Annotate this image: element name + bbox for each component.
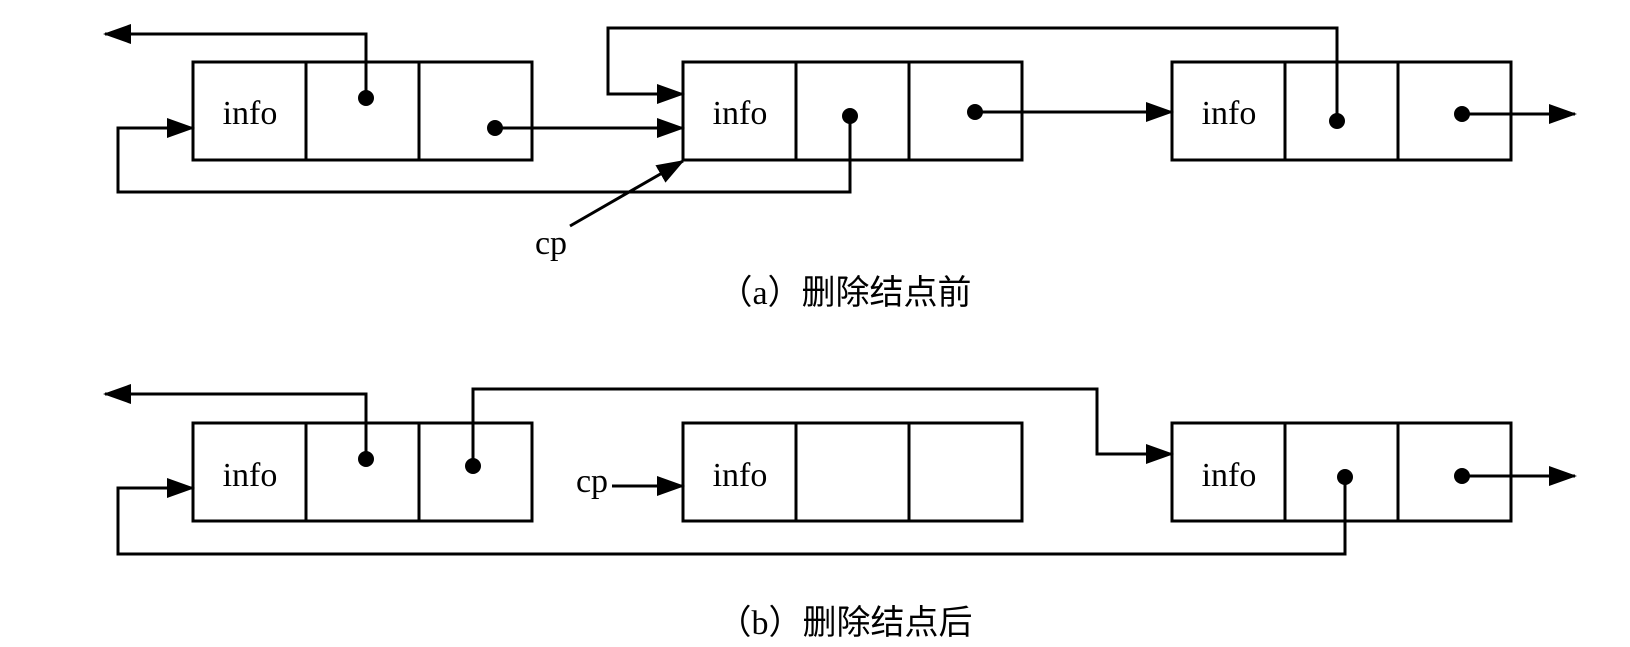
node-a3-prior-arrow xyxy=(606,26,1339,121)
node-b1-info-label: info xyxy=(223,457,278,494)
node-b1-prior-arrow xyxy=(103,384,368,459)
node-b2-info-label: info xyxy=(713,457,768,494)
caption-before: （a）删除结点前 xyxy=(718,274,971,312)
node-b1: info xyxy=(191,421,534,523)
node-b2-deleted: info xyxy=(681,421,1024,523)
panel-before: info info info xyxy=(103,24,1577,312)
node-a1-info-label: info xyxy=(223,95,278,132)
node-b3: info xyxy=(1170,421,1513,523)
node-b3-prior-arrow xyxy=(116,477,1347,556)
node-a2-prior-arrow xyxy=(116,116,852,194)
caption-after: （b）删除结点后 xyxy=(718,604,973,642)
panel-after: info info info cp （b）删除结点 xyxy=(103,384,1577,642)
node-a1-prior-arrow xyxy=(103,24,368,98)
node-b3-info-label: info xyxy=(1202,457,1257,494)
node-b1-next-arrow xyxy=(471,387,1174,466)
cp-pointer-arrow-a xyxy=(569,159,685,228)
node-a2-info-label: info xyxy=(713,95,768,132)
cp-label-b: cp xyxy=(576,463,608,500)
node-a3-info-label: info xyxy=(1202,95,1257,132)
cp-label-a: cp xyxy=(535,225,567,262)
node-a1: info xyxy=(191,60,534,162)
